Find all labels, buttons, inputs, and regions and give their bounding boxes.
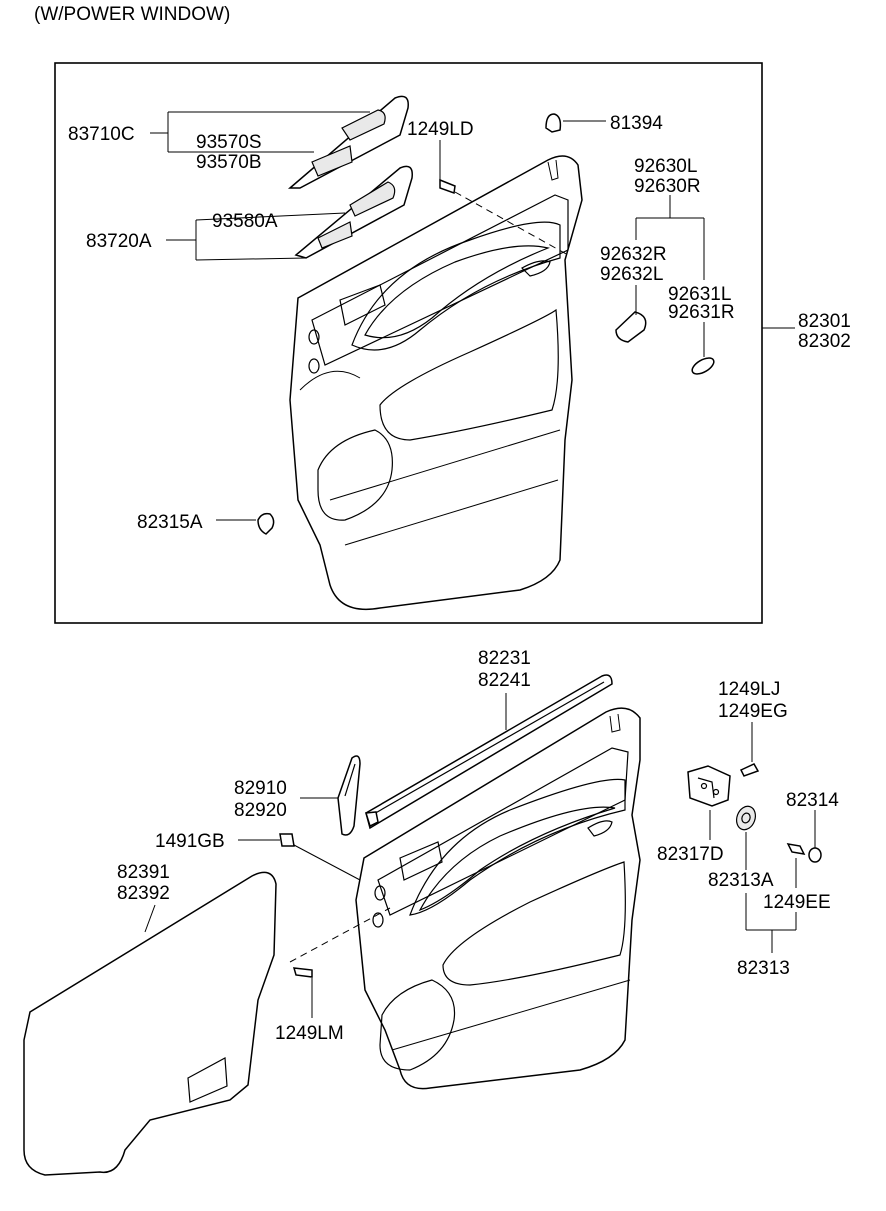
door-trim-panel-upper bbox=[289, 155, 583, 611]
screw-1249LD bbox=[439, 178, 569, 256]
label-83710C: 83710C bbox=[68, 124, 135, 145]
label-1249LM: 1249LM bbox=[275, 1023, 344, 1044]
bracket-82317D bbox=[687, 765, 731, 807]
label-93570B: 93570B bbox=[196, 152, 262, 173]
label-82313: 82313 bbox=[737, 958, 790, 979]
lower-leader-lines bbox=[144, 693, 816, 1018]
label-82315A: 82315A bbox=[137, 512, 203, 533]
label-92630L: 92630L bbox=[634, 156, 697, 177]
label-92632R: 92632R bbox=[600, 244, 667, 265]
waterproof-sheet-82391 bbox=[23, 871, 277, 1176]
label-93580A: 93580A bbox=[212, 211, 278, 232]
label-1249EE: 1249EE bbox=[763, 892, 831, 913]
label-1249EG: 1249EG bbox=[718, 701, 788, 722]
label-92630R: 92630R bbox=[634, 176, 701, 197]
label-82910: 82910 bbox=[234, 778, 287, 799]
clip-81394 bbox=[545, 113, 562, 133]
label-82301: 82301 bbox=[798, 311, 851, 332]
screw-1249LJ bbox=[739, 763, 760, 777]
door-trim-panel-lower bbox=[355, 707, 641, 1090]
label-82317D: 82317D bbox=[657, 844, 724, 865]
label-92631L: 92631L bbox=[668, 284, 731, 305]
label-81394: 81394 bbox=[610, 113, 663, 134]
label-1249LD: 1249LD bbox=[407, 119, 474, 140]
label-82313A: 82313A bbox=[708, 870, 774, 891]
upper-group-frame bbox=[54, 62, 763, 624]
label-93570S: 93570S bbox=[196, 132, 262, 153]
label-92631R: 92631R bbox=[668, 302, 735, 323]
clip-82315A bbox=[257, 512, 275, 535]
label-82231: 82231 bbox=[478, 648, 531, 669]
label-83720A: 83720A bbox=[86, 231, 152, 252]
cap-82314 bbox=[808, 847, 822, 863]
label-1249LJ: 1249LJ bbox=[718, 679, 780, 700]
switch-bezel-upper bbox=[287, 95, 409, 189]
label-82920: 82920 bbox=[234, 800, 287, 821]
label-82392: 82392 bbox=[117, 883, 170, 904]
weatherstrip-82231 bbox=[365, 674, 613, 830]
screw-1249EE bbox=[786, 843, 806, 855]
label-82241: 82241 bbox=[478, 670, 531, 691]
diagram-title: (W/POWER WINDOW) bbox=[34, 4, 230, 25]
screw-1249LM bbox=[289, 907, 391, 978]
grommet-82313A bbox=[735, 805, 757, 831]
label-1491GB: 1491GB bbox=[155, 831, 225, 852]
switch-bezel-lower bbox=[294, 165, 413, 259]
label-92632L: 92632L bbox=[600, 264, 663, 285]
door-seal-82910 bbox=[337, 755, 361, 836]
label-82314: 82314 bbox=[786, 790, 839, 811]
label-82302: 82302 bbox=[798, 331, 851, 352]
upper-leader-lines bbox=[150, 111, 795, 521]
clip-1491GB bbox=[279, 833, 295, 847]
lamp-housing-92632 bbox=[615, 311, 647, 343]
lamp-lens-92631 bbox=[691, 357, 715, 375]
label-82391: 82391 bbox=[117, 862, 170, 883]
